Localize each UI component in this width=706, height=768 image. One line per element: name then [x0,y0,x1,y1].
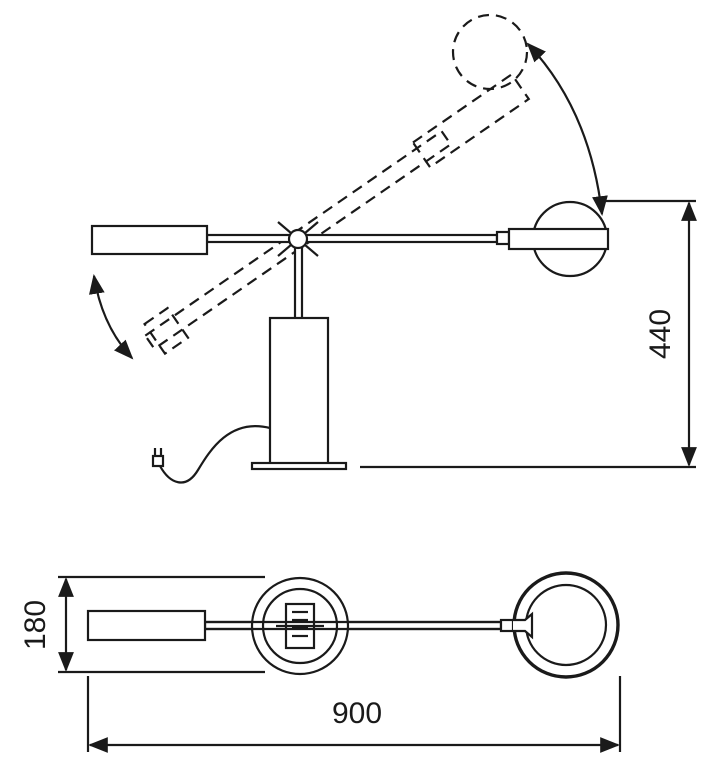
pivot-joint [277,221,319,257]
plan-counterweight [86,609,207,642]
rotation-arrow-right [526,42,608,216]
rotated-arm-dashed [143,13,531,356]
power-cable [159,425,271,484]
counterweight [90,224,209,256]
height-label: 440 [644,309,677,359]
base-column [268,316,330,466]
rotated-lamp-head [411,72,531,169]
depth-label: 180 [19,600,52,650]
plan-lamp-socket [513,611,534,640]
side-elevation-view [88,13,697,484]
arm-connector [495,230,511,246]
plan-shade-inner [524,583,608,667]
plan-connector [499,618,515,633]
plan-pivot-detail [276,602,324,650]
stem [293,242,304,322]
lamp-head [507,227,610,251]
top-plan-view [58,571,622,753]
base-plate [250,461,348,471]
arm-rod [205,233,499,244]
width-label: 900 [332,697,382,730]
plug-icon [151,448,165,468]
rotated-shade-circle [451,13,529,91]
rotated-counterweight [143,306,190,356]
rotation-arrow-left [88,274,134,360]
